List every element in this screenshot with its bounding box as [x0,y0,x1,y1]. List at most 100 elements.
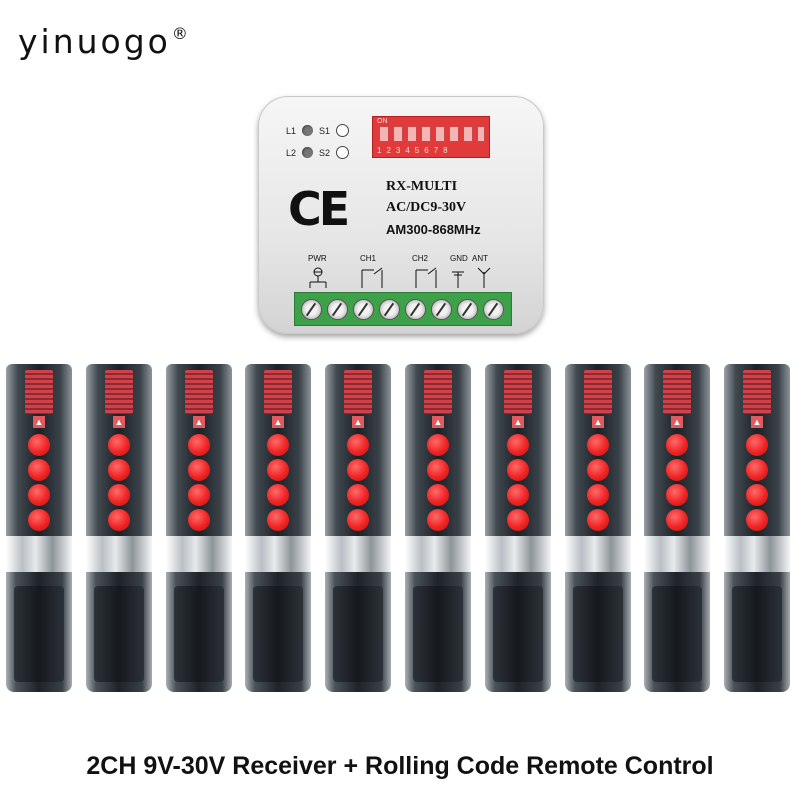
terminal-block [294,292,512,326]
dip-key [407,126,417,142]
switch-button-s1 [336,124,350,137]
terminal-screw [457,299,478,320]
remote-lower-body [325,572,391,692]
terminal-label-gnd: GND [450,254,468,263]
remote-button [267,509,289,531]
led-row-1: L1 S1 [286,124,350,137]
terminal-screw [327,299,348,320]
remote-grip [264,370,292,414]
remote-upper-body: ▲ [724,364,790,536]
switch-label-s2: S2 [319,147,331,158]
remote-button [587,509,609,531]
remote-controls: ▲▲▲▲▲▲▲▲▲▲ [6,364,796,692]
remote-lower-body [644,572,710,692]
remote-chrome-band [644,536,710,572]
remote-button [666,459,688,481]
remote-led-triangle-icon: ▲ [193,416,205,428]
brand-logo: yinuogo® [18,22,188,61]
registered-mark: ® [171,24,188,43]
remote-lower-body [245,572,311,692]
remote-button [347,509,369,531]
ce-mark: CE [288,182,350,236]
remote-chrome-band [245,536,311,572]
remote-control: ▲ [405,364,471,692]
dip-key [477,126,485,142]
wiring-diagram [309,267,491,288]
remote-upper-body: ▲ [485,364,551,536]
remote-button [666,509,688,531]
remote-button [746,434,768,456]
remote-button [28,484,50,506]
remote-button [267,434,289,456]
remote-button [507,434,529,456]
remote-upper-body: ▲ [405,364,471,536]
remote-button [587,484,609,506]
dip-key [421,126,431,142]
remote-control: ▲ [86,364,152,692]
remote-button [188,434,210,456]
remote-lower-body [6,572,72,692]
remote-led-triangle-icon: ▲ [113,416,125,428]
remote-upper-body: ▲ [86,364,152,536]
remote-led-triangle-icon: ▲ [592,416,604,428]
remote-button [28,459,50,481]
dip-key [449,126,459,142]
remote-button [347,434,369,456]
remote-button [347,459,369,481]
remote-control: ▲ [166,364,232,692]
remote-grip [344,370,372,414]
remote-lower-body [485,572,551,692]
dip-on-label: ON [377,118,388,125]
remote-lower-body [724,572,790,692]
terminal-label-pwr: PWR [308,254,327,263]
remote-control: ▲ [485,364,551,692]
remote-led-triangle-icon: ▲ [751,416,763,428]
remote-button [108,509,130,531]
remote-button [507,509,529,531]
remote-lower-body [166,572,232,692]
frequency-label: AM300-868MHz [386,222,481,237]
dip-key [393,126,403,142]
dip-numbers: 12345678 [377,146,453,155]
remote-lower-body [565,572,631,692]
remote-button [746,459,768,481]
led-label-l2: L2 [286,147,297,158]
remote-control: ▲ [245,364,311,692]
terminal-screw [483,299,504,320]
remote-upper-body: ▲ [245,364,311,536]
remote-upper-body: ▲ [6,364,72,536]
remote-button [188,484,210,506]
remote-chrome-band [565,536,631,572]
remote-button [108,484,130,506]
brand-name: yinuogo [18,22,171,61]
remote-button [267,459,289,481]
receiver-module: L1 S1 L2 S2 ON 12345678 CE RX-MULTI AC/D… [258,96,544,334]
remote-led-triangle-icon: ▲ [671,416,683,428]
remote-upper-body: ▲ [565,364,631,536]
remote-grip [504,370,532,414]
dip-key [379,126,389,142]
remote-button [427,459,449,481]
remote-button [108,434,130,456]
remote-control: ▲ [565,364,631,692]
remote-button [507,459,529,481]
remote-button [427,484,449,506]
remote-control: ▲ [6,364,72,692]
dip-key [435,126,445,142]
remote-control: ▲ [644,364,710,692]
remote-chrome-band [325,536,391,572]
product-caption: 2CH 9V-30V Receiver + Rolling Code Remot… [86,752,714,780]
switch-label-s1: S1 [319,125,331,136]
remote-upper-body: ▲ [166,364,232,536]
dip-switch: ON 12345678 [372,116,490,158]
remote-button [666,484,688,506]
remote-led-triangle-icon: ▲ [512,416,524,428]
terminal-label-ch1: CH1 [360,254,377,263]
remote-grip [743,370,771,414]
model-label: RX-MULTI [386,179,458,194]
terminal-screw [301,299,322,320]
led-indicator-l2 [302,147,314,158]
remote-grip [25,370,53,414]
remote-button [108,459,130,481]
remote-lower-body [86,572,152,692]
